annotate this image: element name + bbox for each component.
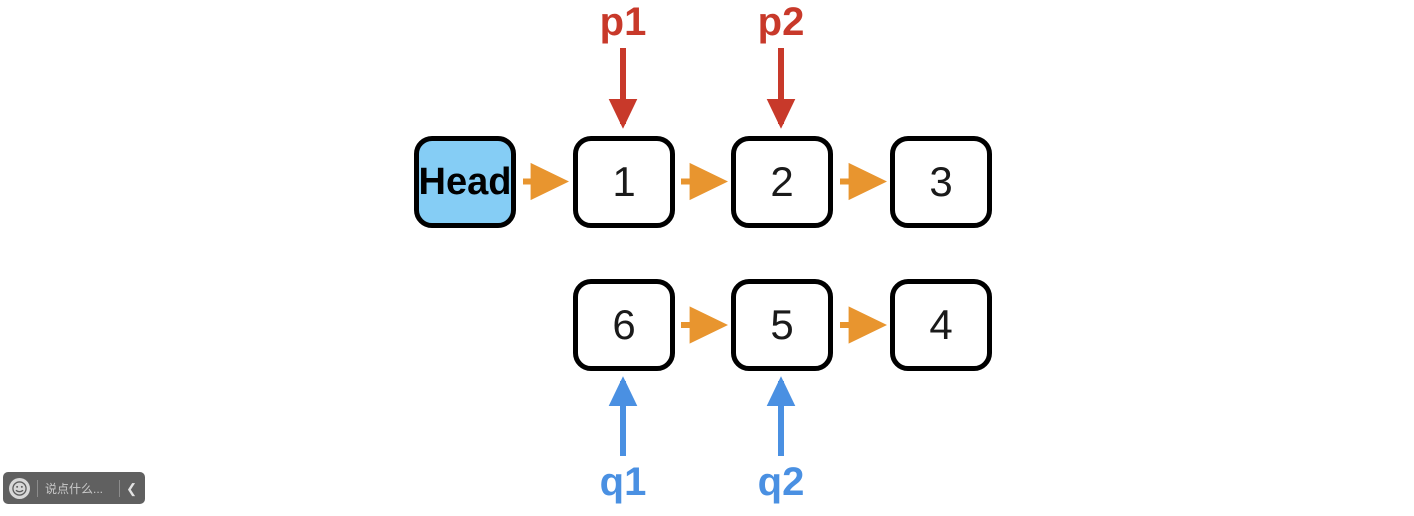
chevron-left-icon[interactable]: ❮ xyxy=(126,480,137,496)
node-4: 4 xyxy=(890,279,992,371)
comment-bar-divider-2 xyxy=(119,479,121,497)
node-2: 2 xyxy=(731,136,833,228)
pointer-label-q1: q1 xyxy=(599,460,647,504)
video-comment-bar[interactable]: 说点什么... ❮ xyxy=(3,472,145,504)
node-5: 5 xyxy=(731,279,833,371)
smiley-face-icon[interactable] xyxy=(9,477,30,499)
comment-input[interactable]: 说点什么... xyxy=(45,481,104,496)
pointer-label-p2: p2 xyxy=(757,0,805,44)
node-3: 3 xyxy=(890,136,992,228)
comment-bar-divider xyxy=(37,479,38,497)
node-head: Head xyxy=(414,136,516,228)
pointer-label-p1: p1 xyxy=(599,0,647,44)
pointer-label-q2: q2 xyxy=(757,460,805,504)
node-6: 6 xyxy=(573,279,675,371)
node-1: 1 xyxy=(573,136,675,228)
